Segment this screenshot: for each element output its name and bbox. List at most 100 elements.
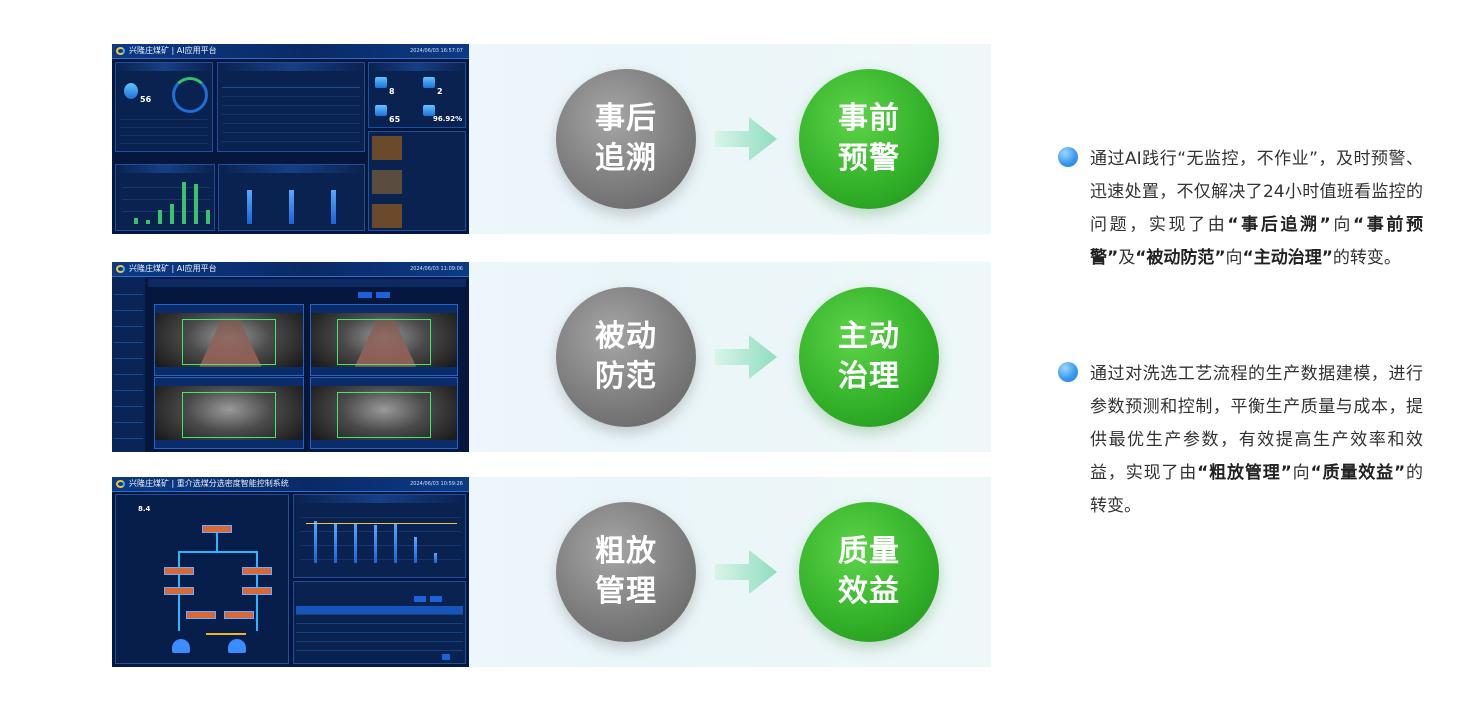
side-nav <box>112 277 145 452</box>
before-label-line-1: 粗放 <box>595 534 657 569</box>
mine-logo-icon <box>116 265 125 273</box>
nav-item[interactable] <box>114 283 143 295</box>
before-circle: 被动 防范 <box>556 287 696 427</box>
after-label-line-2: 效益 <box>838 574 900 609</box>
after-label-line-1: 质量 <box>838 534 900 569</box>
before-label: 粗放 管理 <box>591 532 661 612</box>
right-kpi-panel: 8 2 65 96.92% <box>368 62 466 128</box>
table-row[interactable] <box>296 642 463 651</box>
table-row[interactable] <box>296 633 463 642</box>
tab-strip <box>148 279 466 287</box>
after-label: 事前 预警 <box>834 99 904 179</box>
text-run-bold: “被动防范” <box>1135 248 1226 268</box>
nav-item[interactable] <box>114 411 143 423</box>
tank-icon <box>172 639 190 653</box>
text-run: 的转变。 <box>1332 248 1401 268</box>
before-label-line-1: 被动 <box>595 319 657 354</box>
before-label-line-2: 防范 <box>595 359 657 394</box>
filter-bar <box>148 290 466 300</box>
right-arrow-icon <box>715 117 777 161</box>
nav-item[interactable] <box>114 395 143 407</box>
text-run: 向 <box>1330 215 1353 235</box>
export-button[interactable] <box>430 596 442 602</box>
alarm-list-panel <box>368 131 466 231</box>
after-label-line-1: 主动 <box>838 319 900 354</box>
after-circle: 主动 治理 <box>799 287 939 427</box>
alarm-icon <box>423 77 435 88</box>
nav-item[interactable] <box>114 427 143 439</box>
kpi-device-count: 65 <box>389 115 401 124</box>
text-run-bold: “事后追溯” <box>1227 215 1331 235</box>
tank-icon <box>228 639 246 653</box>
before-label-line-2: 追溯 <box>595 141 657 176</box>
bullet-dot-icon <box>1058 147 1078 167</box>
app-title-bar: 兴隆庄煤矿 | AI应用平台 2024/06/03 16:57:07 <box>112 44 469 59</box>
before-label: 被动 防范 <box>591 317 661 397</box>
app-title: 兴隆庄煤矿 | 重介选煤分选密度智能控制系统 <box>129 479 289 488</box>
screenshot-ai-dashboard: 兴隆庄煤矿 | AI应用平台 2024/06/03 16:57:07 56 <box>112 44 469 234</box>
before-circle: 事后 追溯 <box>556 69 696 209</box>
table-row[interactable] <box>296 615 463 624</box>
mine-logo-icon <box>116 480 125 488</box>
after-label: 主动 治理 <box>834 317 904 397</box>
kpi-camera-count: 8 <box>389 87 395 96</box>
ratio-ring <box>172 77 208 113</box>
table-row[interactable] <box>296 624 463 633</box>
camera-feed-2[interactable] <box>310 304 458 376</box>
nav-item[interactable] <box>114 331 143 343</box>
nav-item[interactable] <box>114 347 143 359</box>
process-flow-panel: 8.4 <box>115 494 289 664</box>
camera-feed-4[interactable] <box>310 377 458 449</box>
text-run: 的转变。 <box>1090 463 1424 516</box>
after-label-line-2: 预警 <box>838 141 900 176</box>
text-run-bold: “主动治理” <box>1242 248 1333 268</box>
camera-feed-1[interactable] <box>154 304 304 376</box>
clock-text: 2024/06/03 10:59:26 <box>410 481 463 487</box>
app-title: 兴隆庄煤矿 | AI应用平台 <box>129 264 217 273</box>
nav-item[interactable] <box>114 363 143 375</box>
query-button[interactable] <box>358 292 372 298</box>
production-chart-panel <box>293 494 466 578</box>
data-table-panel <box>293 581 466 664</box>
nav-item[interactable] <box>114 315 143 327</box>
after-label-line-1: 事前 <box>838 101 900 136</box>
nav-item[interactable] <box>114 299 143 311</box>
nav-item[interactable] <box>114 379 143 391</box>
after-label: 质量 效益 <box>834 532 904 612</box>
text-run-bold: “事前预警” <box>1090 215 1423 268</box>
transformation-row-2: 兴隆庄煤矿 | AI应用平台 2024/06/03 11:09:06 <box>112 262 991 452</box>
before-label-line-1: 事后 <box>595 101 657 136</box>
bullet-dot-icon <box>1058 362 1078 382</box>
text-run: 及 <box>1118 248 1136 268</box>
camera-icon <box>375 77 387 88</box>
text-run-bold: “质量效益” <box>1310 463 1406 483</box>
text-run-bold: “粗放管理” <box>1197 463 1292 483</box>
device-icon <box>375 105 387 116</box>
right-arrow-icon <box>715 335 777 379</box>
bullet-text-2: 通过对洗选工艺流程的生产数据建模，进行参数预测和控制，平衡生产质量与成本，提供最… <box>1090 358 1423 523</box>
after-circle: 质量 效益 <box>799 502 939 642</box>
transformation-row-1: 兴隆庄煤矿 | AI应用平台 2024/06/03 16:57:07 56 <box>112 44 991 234</box>
text-run: 通过对洗选工艺流程的生产数据建模，进行参数预测和控制，平衡生产质量与成本，提供最… <box>1090 364 1423 483</box>
text-run: 向 <box>1225 248 1243 268</box>
query-button[interactable] <box>414 596 426 602</box>
right-arrow-icon <box>715 550 777 594</box>
reset-button[interactable] <box>376 292 390 298</box>
transformation-row-3: 兴隆庄煤矿 | 重介选煤分选密度智能控制系统 2024/06/03 10:59:… <box>112 477 991 667</box>
clock-text: 2024/06/03 16:57:07 <box>410 48 463 54</box>
bullet-text-1: 通过AI践行“无监控，不作业”，及时预警、迅速处置，不仅解决了24小时值班看监控… <box>1090 143 1423 275</box>
left-stats-panel: 56 <box>115 62 213 152</box>
kpi-rate: 96.92% <box>433 115 463 123</box>
pagination-button[interactable] <box>442 654 450 660</box>
before-label-line-2: 管理 <box>595 574 657 609</box>
center-table-panel <box>217 62 365 152</box>
mine-logo-icon <box>116 47 125 55</box>
camera-feed-3[interactable] <box>154 377 304 449</box>
text-run: 通过AI践行“无监控，不作业”，及时预警、迅速处置，不仅解决了24小时值班看监控… <box>1090 149 1423 235</box>
table-header <box>296 606 463 615</box>
screenshot-camera-monitor: 兴隆庄煤矿 | AI应用平台 2024/06/03 11:09:06 <box>112 262 469 452</box>
text-run: 向 <box>1291 463 1311 483</box>
app-title: 兴隆庄煤矿 | AI应用平台 <box>129 46 217 55</box>
kpi-alarm-count: 2 <box>437 87 443 96</box>
bar-chart-left <box>115 164 215 231</box>
